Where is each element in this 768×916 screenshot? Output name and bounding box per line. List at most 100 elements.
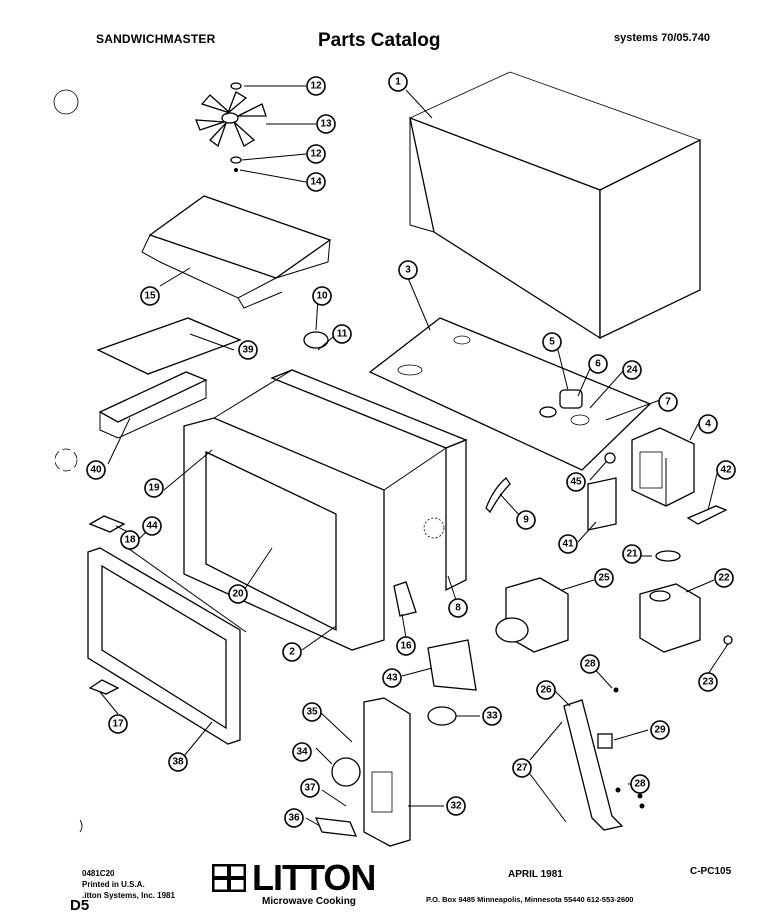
callout-29: 29 xyxy=(650,720,670,740)
footer-date: APRIL 1981 xyxy=(508,869,563,880)
callout-6: 6 xyxy=(588,354,608,374)
svg-text:28: 28 xyxy=(584,659,596,670)
control-panel xyxy=(363,697,411,847)
outer-case xyxy=(408,71,702,340)
svg-text:13: 13 xyxy=(320,119,332,130)
callout-8: 8 xyxy=(448,598,468,618)
callout-17: 17 xyxy=(108,714,128,734)
bracket-plate xyxy=(427,639,477,691)
callout-23: 23 xyxy=(698,672,718,692)
svg-text:40: 40 xyxy=(90,465,102,476)
svg-text:25: 25 xyxy=(598,573,610,584)
callout-43: 43 xyxy=(382,668,402,688)
svg-text:44: 44 xyxy=(146,521,158,532)
callout-25: 25 xyxy=(594,568,614,588)
binder-hole xyxy=(53,89,79,115)
svg-text:38: 38 xyxy=(172,757,184,768)
svg-text:29: 29 xyxy=(654,725,666,736)
system-number: systems 70/05.740 xyxy=(614,32,711,44)
svg-text:19: 19 xyxy=(148,483,160,494)
callout-21: 21 xyxy=(622,544,642,564)
callout-37: 37 xyxy=(300,778,320,798)
footer-copyright: .itton Systems, Inc. 1981 xyxy=(82,891,175,900)
callout-5: 5 xyxy=(542,332,562,352)
callout-42: 42 xyxy=(716,460,736,480)
callout-34: 34 xyxy=(292,742,312,762)
callout-15: 15 xyxy=(140,286,160,306)
base-plate xyxy=(368,317,652,471)
shield-plate xyxy=(141,195,332,309)
bracket xyxy=(686,505,728,525)
svg-text:22: 22 xyxy=(718,573,730,584)
cover-plate xyxy=(96,317,242,375)
svg-text:15: 15 xyxy=(144,291,156,302)
callout-28: 28 xyxy=(580,654,600,674)
callout-12: 12 xyxy=(306,76,326,96)
svg-text:8: 8 xyxy=(455,603,461,614)
waveguide xyxy=(495,577,569,653)
thermal-cutout xyxy=(303,331,329,349)
transformer xyxy=(631,427,695,507)
svg-text:27: 27 xyxy=(516,763,528,774)
svg-text:36: 36 xyxy=(288,813,300,824)
page-mark: D5 xyxy=(70,897,90,914)
timer-motor xyxy=(427,706,457,726)
svg-text:11: 11 xyxy=(337,329,348,340)
svg-text:12: 12 xyxy=(310,81,322,92)
svg-text:3: 3 xyxy=(405,265,411,276)
svg-text:20: 20 xyxy=(232,589,244,600)
svg-text:32: 32 xyxy=(450,801,462,812)
callout-14: 14 xyxy=(306,172,326,192)
insulator-sheet xyxy=(587,477,617,531)
fan-blade xyxy=(195,91,267,148)
svg-text:2: 2 xyxy=(289,647,295,658)
callout-3: 3 xyxy=(398,260,418,280)
callout-22: 22 xyxy=(714,568,734,588)
svg-text:35: 35 xyxy=(306,707,318,718)
callout-39: 39 xyxy=(238,340,258,360)
callout-32: 32 xyxy=(446,796,466,816)
svg-text:33: 33 xyxy=(486,711,498,722)
svg-text:4: 4 xyxy=(705,419,711,430)
svg-text:37: 37 xyxy=(304,783,316,794)
callout-36: 36 xyxy=(284,808,304,828)
svg-text:6: 6 xyxy=(595,359,601,370)
svg-text:39: 39 xyxy=(242,345,254,356)
brand-logo: LITTON xyxy=(252,857,376,898)
callout-28b: 28 xyxy=(630,774,650,794)
footer-address: P.O. Box 9485 Minneapolis, Minnesota 554… xyxy=(426,895,634,904)
svg-text:10: 10 xyxy=(316,291,328,302)
svg-text:16: 16 xyxy=(400,641,412,652)
callout-40: 40 xyxy=(86,460,106,480)
footer-code: 0481C20 xyxy=(82,869,115,878)
callout-1: 1 xyxy=(388,72,408,92)
svg-text:43: 43 xyxy=(386,673,398,684)
svg-text:41: 41 xyxy=(562,539,574,550)
svg-text:1: 1 xyxy=(395,77,401,88)
svg-text:18: 18 xyxy=(124,535,136,546)
svg-text:12: 12 xyxy=(310,149,322,160)
svg-text:14: 14 xyxy=(310,177,322,188)
model-name: SANDWICHMASTER xyxy=(96,32,216,46)
svg-text:23: 23 xyxy=(702,677,714,688)
callout-41: 41 xyxy=(558,534,578,554)
interlock-switch xyxy=(393,581,417,617)
svg-text:28: 28 xyxy=(634,779,646,790)
callout-2: 2 xyxy=(282,642,302,662)
callout-7: 7 xyxy=(658,392,678,412)
latch-bracket xyxy=(563,699,624,831)
svg-text:26: 26 xyxy=(540,685,552,696)
oven-cavity xyxy=(183,369,468,651)
svg-text:17: 17 xyxy=(112,719,124,730)
svg-text:42: 42 xyxy=(720,465,732,476)
svg-text:45: 45 xyxy=(570,477,582,488)
callout-16: 16 xyxy=(396,636,416,656)
svg-text:24: 24 xyxy=(626,365,638,376)
magnetron xyxy=(639,583,701,653)
callout-4: 4 xyxy=(698,414,718,434)
callout-9: 9 xyxy=(516,510,536,530)
litton-logo-mark xyxy=(212,864,246,892)
capacitor xyxy=(539,389,583,418)
callout-20: 20 xyxy=(228,584,248,604)
callout-45: 45 xyxy=(566,472,586,492)
